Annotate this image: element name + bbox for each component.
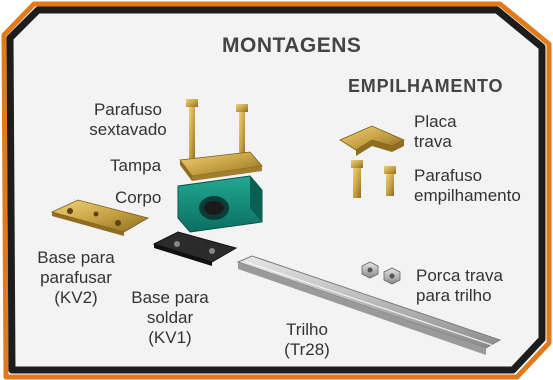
label-parafuso-sextavado: Parafuso sextavado xyxy=(89,100,167,139)
stacking-bolts xyxy=(351,160,396,198)
label-trilho: Trilho (Tr28) xyxy=(284,320,330,359)
heading: MONTAGENS xyxy=(222,34,362,57)
rail-nuts xyxy=(361,261,401,285)
label-base-parafusar: Base para parafusar (KV2) xyxy=(37,248,115,307)
base-plate-kv2 xyxy=(50,199,150,236)
label-porca-trava: Porca trava para trilho xyxy=(416,266,503,305)
label-corpo: Corpo xyxy=(115,188,162,207)
rail-tr28 xyxy=(236,255,502,355)
base-plate-kv1 xyxy=(152,231,238,266)
frame-dark-border xyxy=(6,6,546,374)
label-tampa: Tampa xyxy=(110,156,162,175)
hex-bolts xyxy=(186,99,248,165)
stacking-plate xyxy=(339,125,405,156)
label-base-soldar: Base para soldar (KV1) xyxy=(131,288,209,347)
label-parafuso-empilhamento: Parafuso empilhamento xyxy=(414,166,521,205)
label-placa-trava: Placa trava xyxy=(414,112,457,151)
clamp-body xyxy=(177,175,263,233)
subheading: EMPILHAMENTO xyxy=(348,76,504,96)
